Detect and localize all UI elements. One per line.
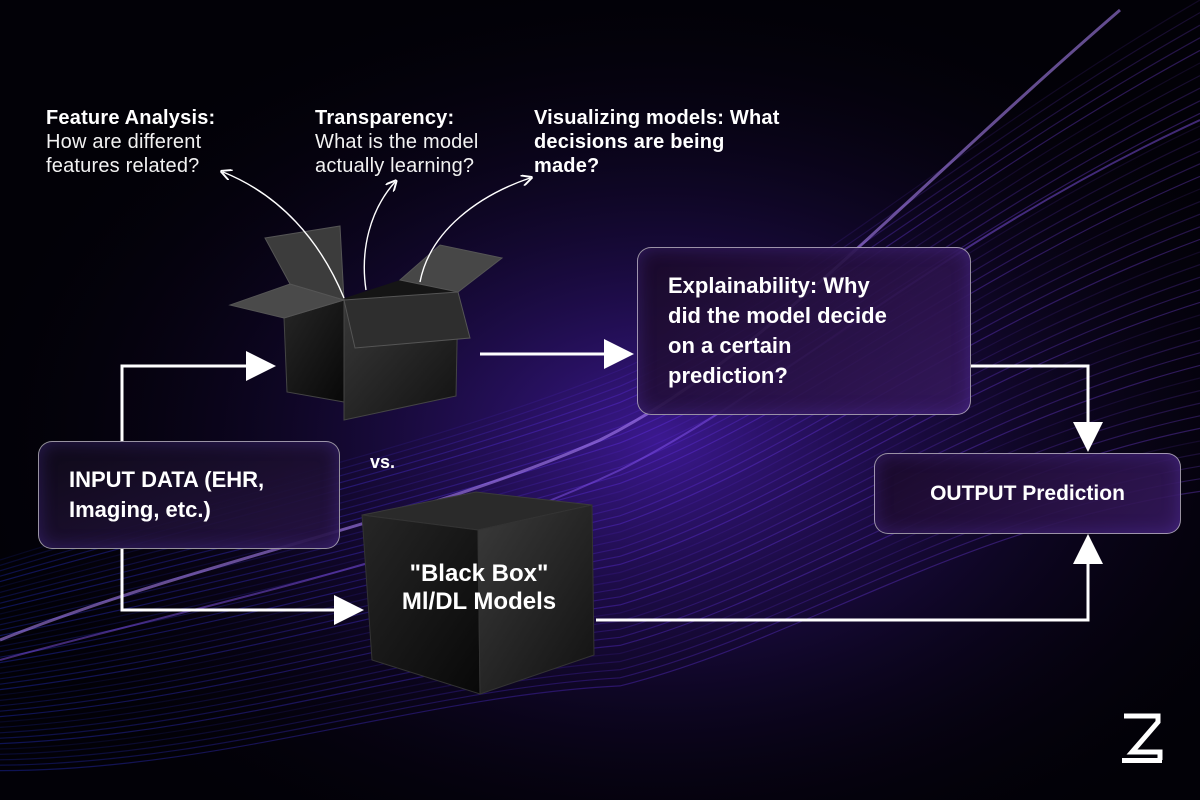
feature-analysis-text-1: How are different xyxy=(46,131,202,153)
wave-line xyxy=(0,352,1200,712)
arrow-to-transparency xyxy=(363,182,395,291)
black-box-text-1: "Black Box" xyxy=(409,560,549,587)
transparency-text-2: actually learning? xyxy=(315,155,475,177)
wave-line xyxy=(0,490,1200,772)
wave-line xyxy=(0,251,1200,669)
input-data-text-1: INPUT DATA (EHR, xyxy=(69,467,265,492)
arrow-blackbox-to-output xyxy=(596,534,1103,622)
wave-line xyxy=(0,188,1200,642)
explainability-node: Explainability: Why did the model decide… xyxy=(637,247,971,415)
wave-line xyxy=(0,478,1200,766)
explainability-text-1: Explainability: Why xyxy=(668,273,870,298)
transparency-text-1: What is the model xyxy=(315,131,479,153)
visualizing-text-2: decisions are being xyxy=(534,131,725,153)
brand-logo-icon xyxy=(1122,713,1163,763)
wave-line xyxy=(0,289,1200,685)
open-box-icon xyxy=(228,225,504,421)
arrow-to-visualizing xyxy=(419,178,530,283)
wave-line xyxy=(0,163,1200,631)
transparency-title: Transparency: xyxy=(315,107,455,129)
wave-line xyxy=(0,112,1200,610)
input-data-text-2: Imaging, etc.) xyxy=(69,497,211,522)
black-box-label: "Black Box" Ml/DL Models xyxy=(363,560,595,616)
visualizing-text-3: made? xyxy=(534,155,600,177)
output-prediction-text: OUTPUT Prediction xyxy=(930,481,1125,505)
wave-line xyxy=(0,201,1200,647)
wave-line xyxy=(0,327,1200,701)
wave-line xyxy=(0,125,1200,615)
wave-line xyxy=(0,377,1200,723)
wave-line xyxy=(0,150,1200,626)
black-box-cube-icon xyxy=(361,491,595,695)
explainability-text-4: prediction? xyxy=(668,363,788,388)
black-box-text-2: Ml/DL Models xyxy=(401,588,557,615)
wave-line xyxy=(0,314,1200,696)
output-prediction-node: OUTPUT Prediction xyxy=(874,453,1181,534)
wave-line xyxy=(0,175,1200,637)
arrow-to-feature-analysis xyxy=(223,172,345,299)
visualizing-text-1: Visualizing models: What xyxy=(534,107,780,129)
visualizing-label: Visualizing models: What decisions are b… xyxy=(534,106,780,178)
arrow-input-to-blackbox xyxy=(120,549,364,625)
arrow-input-to-openbox xyxy=(120,351,276,441)
wave-line xyxy=(0,301,1200,691)
wave-line xyxy=(0,264,1200,674)
arrow-explainability-to-output xyxy=(971,364,1103,452)
vs-label: vs. xyxy=(370,452,396,472)
wave-line xyxy=(0,364,1200,718)
wave-line xyxy=(0,100,1200,604)
wave-line xyxy=(0,339,1200,707)
feature-analysis-title: Feature Analysis: xyxy=(46,107,216,129)
input-data-node: INPUT DATA (EHR, Imaging, etc.) xyxy=(38,441,340,549)
explainability-text-3: on a certain xyxy=(668,333,792,358)
feature-analysis-label: Feature Analysis: How are different feat… xyxy=(46,106,215,178)
feature-analysis-text-2: features related? xyxy=(46,155,200,177)
transparency-label: Transparency: What is the model actually… xyxy=(315,106,478,178)
wave-line xyxy=(0,226,1200,658)
explainability-text-2: did the model decide xyxy=(668,303,887,328)
wave-line xyxy=(0,238,1200,664)
